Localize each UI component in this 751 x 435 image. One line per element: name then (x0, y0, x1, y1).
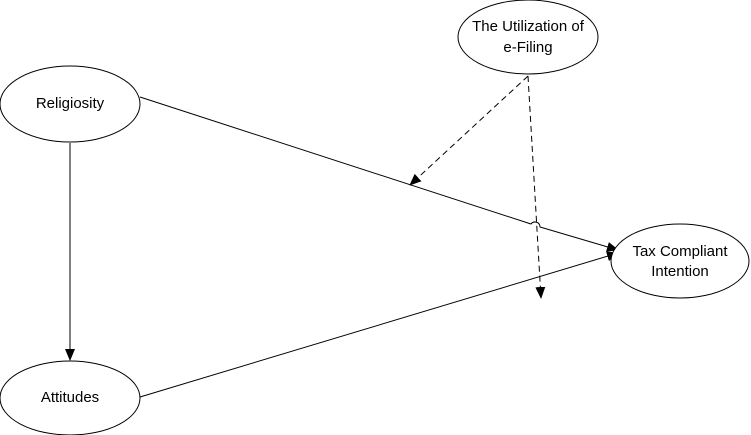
node-attitudes-shape (0, 360, 141, 435)
node-intention: Tax Compliant Intention (610, 223, 750, 299)
node-efiling-label-line-2: e-Filing (503, 39, 552, 56)
node-attitudes-label: Attitudes (41, 389, 99, 406)
node-religiosity-shape (0, 65, 141, 143)
edge-religiosity-to-intention (139, 96, 619, 252)
node-religiosity: Religiosity (0, 65, 141, 143)
node-intention-label-line-2: Intention (651, 263, 709, 280)
edge-efiling-moderates-religiosity-path (409, 75, 529, 186)
node-religiosity-label: Religiosity (36, 95, 105, 112)
node-efiling: The Utilization of e-Filing (457, 0, 599, 75)
node-efiling-label-line-1: The Utilization of (472, 18, 585, 35)
edge-attitudes-to-intention (139, 251, 619, 398)
node-attitudes: Attitudes (0, 360, 141, 435)
node-intention-shape (610, 223, 750, 299)
node-intention-label-line-1: Tax Compliant (632, 243, 728, 260)
node-efiling-shape (457, 0, 599, 75)
edge-efiling-moderates-attitudes-path (527, 75, 546, 299)
